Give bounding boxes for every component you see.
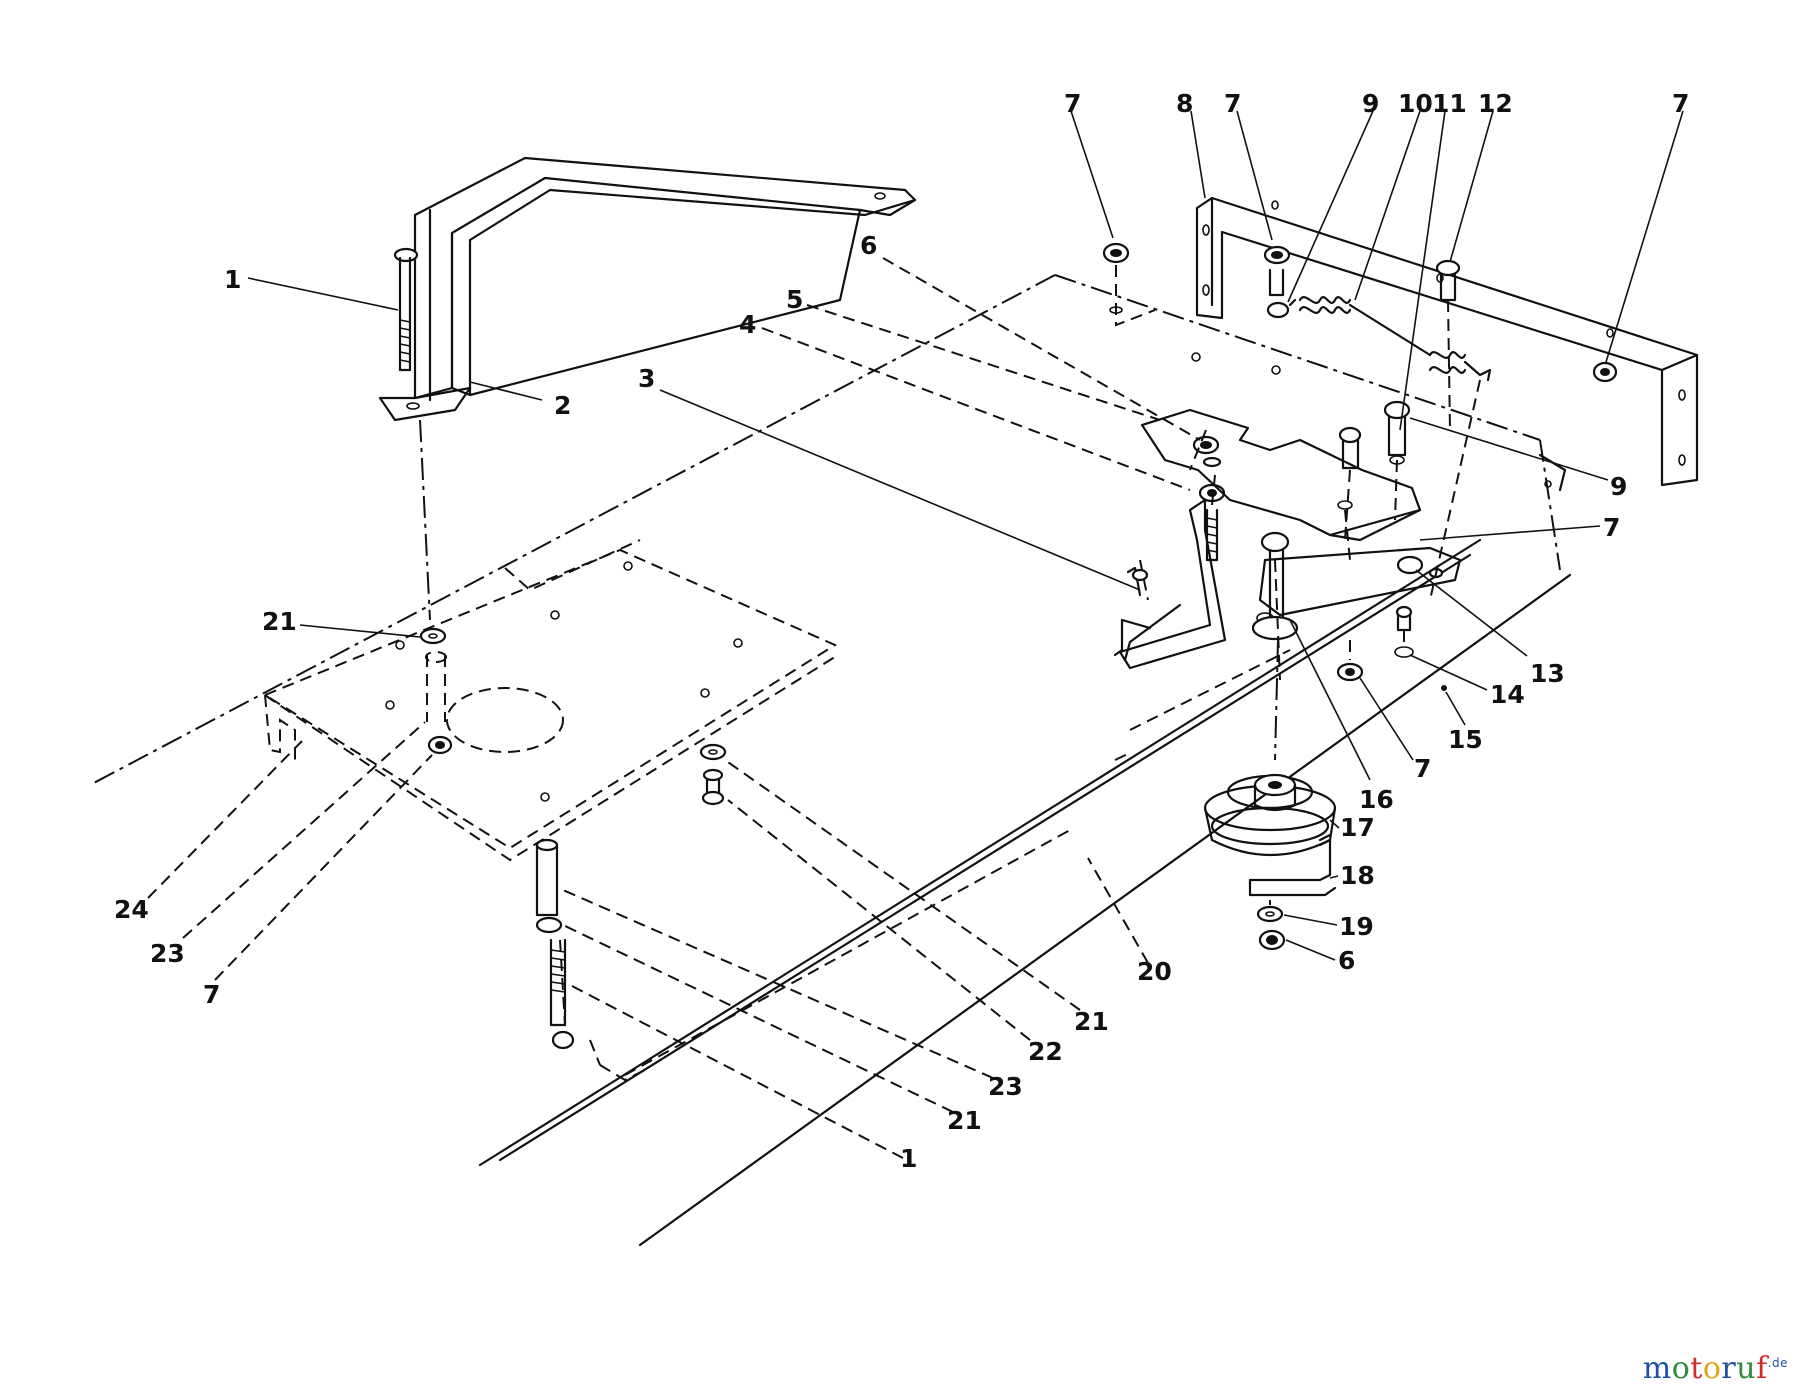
watermark-letter: r <box>1721 1351 1737 1386</box>
callout-21-middle: 21 <box>1074 1007 1109 1036</box>
callout-7-lower-left: 7 <box>203 980 220 1009</box>
callout-24: 24 <box>114 895 149 924</box>
watermark-letter: m <box>1642 1351 1672 1386</box>
rear-channel-bracket <box>1195 196 1699 487</box>
pulley-bolt <box>1251 531 1299 761</box>
callout-21-lower: 21 <box>947 1106 982 1135</box>
callout-10: 10 <box>1398 89 1433 118</box>
watermark-letter: t <box>1690 1351 1703 1386</box>
deck-plate <box>89 274 1572 1247</box>
lower-idler-arm <box>1256 546 1462 624</box>
callout-4: 4 <box>739 310 756 339</box>
mount-plate <box>262 539 839 862</box>
callout-7-lower-right: 7 <box>1414 754 1431 783</box>
callout-6-lower: 6 <box>1338 946 1355 975</box>
watermark-letter: o <box>1671 1351 1691 1386</box>
idler-pulley <box>1203 773 1337 897</box>
callout-19: 19 <box>1339 912 1374 941</box>
pulley-washer-nut <box>1256 905 1286 951</box>
callout-14: 14 <box>1490 680 1525 709</box>
callout-22: 22 <box>1028 1037 1063 1066</box>
long-bolt <box>393 247 431 621</box>
watermark-logo: motoruf.de <box>1643 1351 1788 1386</box>
callout-8: 8 <box>1176 89 1193 118</box>
callout-16: 16 <box>1359 785 1394 814</box>
callout-2: 2 <box>554 391 571 420</box>
callout-1-upper: 1 <box>224 265 241 294</box>
callout-3: 3 <box>638 364 655 393</box>
callout-7-channel: 7 <box>1224 89 1241 118</box>
callout-18: 18 <box>1340 861 1375 890</box>
callout-7-upper-right: 7 <box>1672 89 1689 118</box>
callout-7-upper-left: 7 <box>1064 89 1081 118</box>
watermark-letter: f <box>1756 1351 1768 1386</box>
j-rod <box>1113 498 1227 670</box>
callout-7-right: 7 <box>1603 513 1620 542</box>
callout-20: 20 <box>1137 957 1172 986</box>
callout-21-left: 21 <box>262 607 297 636</box>
callout-17: 17 <box>1340 813 1375 842</box>
callout-23-left: 23 <box>150 939 185 968</box>
callout-13: 13 <box>1530 659 1565 688</box>
callout-12: 12 <box>1478 89 1513 118</box>
small-hardware <box>1336 605 1447 691</box>
callout-6-upper: 6 <box>860 231 877 260</box>
lower-spacer-bolt <box>535 838 575 1050</box>
channel-hardware <box>1102 242 1618 383</box>
callout-labels: 1 2 3 4 5 6 7 8 7 9 10 11 12 7 9 7 13 14… <box>114 89 1689 1173</box>
left-spacer-stack <box>419 627 453 755</box>
leader-lines <box>147 110 1684 1159</box>
callout-9-upper: 9 <box>1362 89 1379 118</box>
idler-arm <box>1140 408 1422 542</box>
callout-11: 11 <box>1432 89 1467 118</box>
upper-bracket <box>378 156 917 422</box>
assembly-lines <box>589 265 1481 1082</box>
callout-15: 15 <box>1448 725 1483 754</box>
watermark-suffix: .de <box>1767 1356 1788 1370</box>
watermark-text: motoruf <box>1643 1351 1768 1386</box>
tension-spring <box>1288 296 1492 382</box>
right-spacer-stack <box>699 743 727 806</box>
callout-5: 5 <box>786 285 803 314</box>
watermark-letter: o <box>1702 1351 1722 1386</box>
callout-9-right: 9 <box>1610 472 1627 501</box>
callout-23-lower: 23 <box>988 1072 1023 1101</box>
callout-1-lower: 1 <box>900 1144 917 1173</box>
watermark-letter: u <box>1736 1351 1757 1386</box>
